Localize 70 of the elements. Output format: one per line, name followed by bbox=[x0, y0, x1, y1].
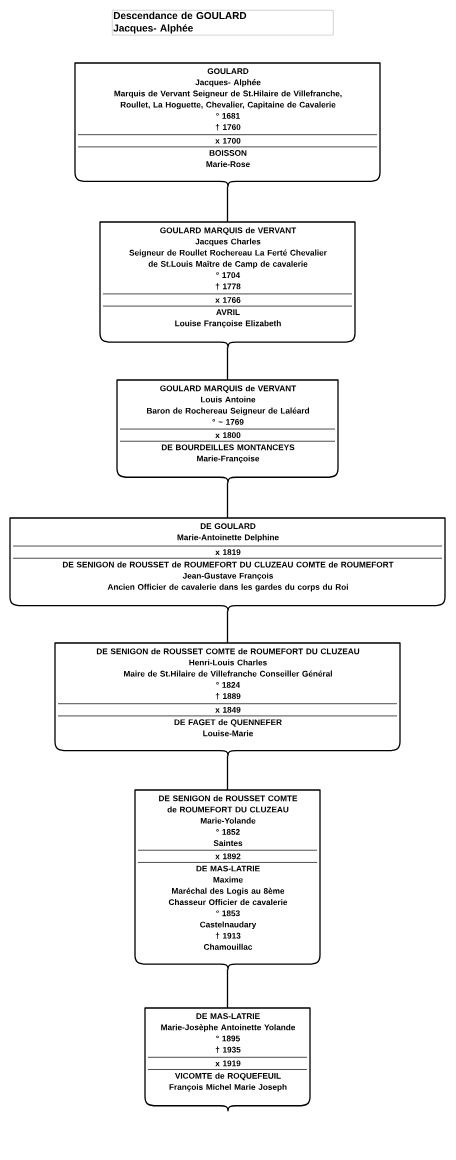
spouse-text: Marie-Françoise bbox=[197, 455, 260, 464]
spouse-text: DE SENIGON de ROUSSET de ROUMEFORT DU CLUZEAU COMTE de ROUMEFORT bbox=[62, 561, 394, 568]
person-text: ° 1824 bbox=[216, 682, 241, 688]
spouse-text: Chamouillac bbox=[203, 943, 253, 950]
connector-line bbox=[226, 481, 229, 519]
spouse-text: Castelnaudary bbox=[200, 921, 257, 930]
spouse-text: Louise-Marie bbox=[203, 730, 253, 737]
shield-box bbox=[74, 62, 381, 187]
person-text: ° 1852 bbox=[216, 829, 240, 835]
spouse-text: VICOMTE de ROQUEFEUIL bbox=[175, 1072, 281, 1081]
spouse-text: Maxime bbox=[213, 876, 243, 883]
person-text: Marie-Antoinette Delphine bbox=[177, 534, 279, 542]
person-text: † 1778 bbox=[215, 283, 241, 290]
marriage-date: x 1819 bbox=[215, 549, 241, 556]
person-text: ° 1895 bbox=[216, 1035, 240, 1042]
marriage-date: x 1919 bbox=[215, 1060, 241, 1067]
person-text: Saintes bbox=[213, 840, 243, 847]
spouse-text: Maréchal des Logis au 8ème Chasseur Officier de cavalerie bbox=[168, 887, 288, 906]
person-text: Maire de St.Hilaire de Villefranche Conseiller Général bbox=[124, 670, 332, 677]
spouse-text: Jean-Gustave François bbox=[182, 572, 273, 581]
spouse-text: DE MAS-LATRIE bbox=[196, 865, 260, 872]
connector-line bbox=[226, 610, 229, 644]
spouse-text: Louise Françoise Elizabeth bbox=[175, 320, 281, 328]
person-text: † 1935 bbox=[215, 1046, 241, 1054]
person-text: GOULARD MARQUIS de VERVANT bbox=[160, 385, 297, 393]
person-text: GOULARD bbox=[207, 68, 249, 74]
spouse-text: François Michel Marie Joseph bbox=[169, 1083, 287, 1092]
person-text: DE GOULARD bbox=[200, 523, 256, 529]
person-text: ° ~ 1769 bbox=[212, 419, 244, 425]
connector-line bbox=[226, 968, 229, 1009]
spouse-text: BOISSON bbox=[209, 150, 247, 156]
spouse-text: DE FAGET de QUENNEFER bbox=[174, 719, 282, 727]
marriage-date: x 1700 bbox=[215, 137, 241, 144]
person-text: Marie-Yolande bbox=[200, 817, 256, 824]
person-text: Seigneur de Roullet Rochereau La Ferté Chevalier de St.Louis Maître de Camp de cavalerie bbox=[129, 249, 327, 269]
marriage-date: x 1892 bbox=[215, 853, 241, 860]
person-text: † 1889 bbox=[215, 693, 241, 700]
person-text: Jacques- Alphée bbox=[195, 79, 261, 87]
shield-box bbox=[54, 642, 401, 757]
person-text: Baron de Rochereau Seigneur de Laléard bbox=[147, 407, 309, 416]
marriage-date: x 1800 bbox=[215, 432, 241, 439]
person-text: Henri-Louis Charles bbox=[189, 659, 267, 666]
person-text: Marie-Josèphe Antoinette Yolande bbox=[161, 1024, 296, 1032]
shield-box bbox=[144, 1007, 311, 1112]
spouse-text: Ancien Officier de cavalerie dans les gardes du corps du Roi bbox=[107, 583, 348, 592]
spouse-text: † 1913 bbox=[215, 932, 241, 940]
spouse-text: Marie-Rose bbox=[206, 161, 250, 168]
connector-line bbox=[226, 346, 229, 381]
spouse-text: ° 1853 bbox=[216, 910, 240, 917]
shield-box bbox=[116, 379, 339, 483]
spouse-text: DE BOURDEILLES MONTANCEYS bbox=[161, 444, 295, 451]
person-text: DE SENIGON de ROUSSET COMTE de ROUMEFORT DU CLUZEAU bbox=[96, 648, 360, 655]
person-text: Jacques Charles bbox=[195, 238, 261, 247]
marriage-date: x 1849 bbox=[215, 706, 241, 713]
spouse-text: AVRIL bbox=[216, 309, 240, 315]
shield-box bbox=[134, 789, 321, 970]
person-text: DE SENIGON de ROUSSET COMTE de ROUMEFORT DU CLUZEAU bbox=[159, 795, 298, 813]
person-text: Marquis de Vervant Seigneur de St.Hilaire de Villefranche, Roullet, La Hoguette, Chevalier, Capitaine de Cavalerie bbox=[114, 90, 342, 110]
connector-line bbox=[226, 185, 229, 223]
person-text: ° 1681 bbox=[216, 113, 240, 119]
person-text: † 1760 bbox=[215, 124, 241, 131]
person-text: Louis Antoine bbox=[201, 396, 256, 403]
connector-line bbox=[226, 755, 229, 791]
title-box: Descendance de GOULARD Jacques- Alphée bbox=[112, 10, 334, 36]
person-text: GOULARD MARQUIS de VERVANT bbox=[160, 227, 297, 235]
person-text: DE MAS-LATRIE bbox=[196, 1013, 260, 1019]
shield-box bbox=[99, 221, 356, 348]
shield-box bbox=[9, 517, 446, 612]
person-text: ° 1704 bbox=[216, 272, 241, 279]
marriage-date: x 1766 bbox=[215, 297, 241, 303]
